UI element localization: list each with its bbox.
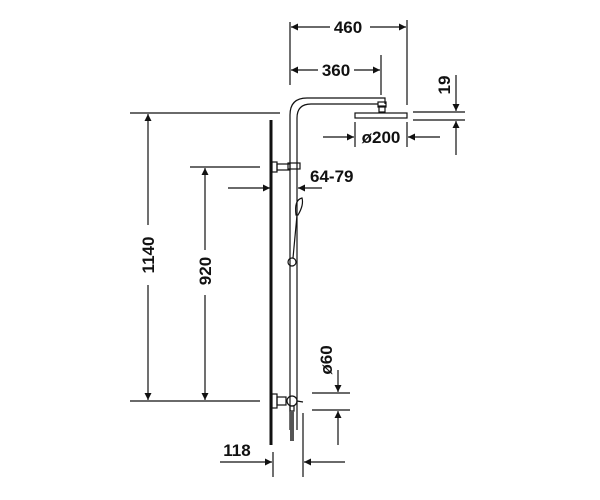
dimension-19: 19: [413, 75, 465, 155]
dimension-118: 118: [220, 413, 345, 477]
dimension-o200: ø200: [323, 122, 440, 147]
dimension-1140: 1140: [130, 112, 280, 402]
dimension-360: 360: [291, 55, 382, 95]
dimension-label: 1140: [139, 237, 158, 274]
dimension-label: ø60: [317, 345, 336, 374]
shower-head: [354, 101, 408, 119]
shower-rail: [289, 97, 386, 430]
dimension-label: 920: [196, 257, 215, 285]
mixing-valve: [271, 393, 304, 441]
wall-bracket: [271, 161, 301, 173]
dimension-o60: ø60: [312, 345, 350, 445]
dimension-label: ø200: [362, 128, 401, 147]
dimension-label: 360: [322, 61, 350, 80]
dimension-label: 19: [435, 76, 454, 95]
dimension-label: 460: [334, 18, 362, 37]
dimension-920: 920: [190, 166, 260, 400]
dimension-label: 64-79: [310, 167, 353, 186]
dimension-label: 118: [223, 441, 250, 460]
hand-shower: [287, 197, 304, 267]
dimension-460: 460: [289, 18, 408, 105]
dimension-64-79: 64-79: [228, 167, 353, 192]
